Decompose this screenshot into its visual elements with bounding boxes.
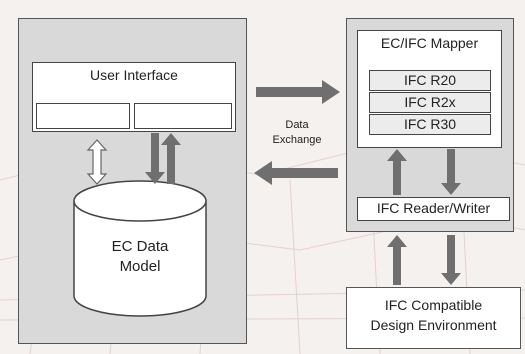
ui-subpanel-right (134, 103, 232, 129)
version-ifc-r30: IFC R30 (369, 114, 491, 135)
ifc-reader-writer-box: IFC Reader/Writer (357, 197, 510, 221)
arrow-env-to-reader (387, 235, 407, 285)
version-ifc-r30-label: IFC R30 (403, 116, 457, 132)
version-ifc-r2x: IFC R2x (369, 92, 491, 113)
arrow-ui-to-model (145, 133, 165, 184)
data-model-label-line2: Model (119, 258, 161, 275)
arrow-reader-to-env (441, 235, 461, 285)
exchange-label-line2: Exchange (272, 134, 322, 146)
arrow-reader-to-mapper (387, 149, 407, 195)
design-env-line1: IFC Compatible (384, 297, 483, 313)
version-ifc-r2x-label: IFC R2x (404, 94, 456, 110)
data-model-label-line1: EC Data (111, 238, 169, 255)
mapper-title: EC/IFC Mapper (380, 35, 479, 51)
arrow-model-to-ui (161, 133, 181, 184)
ifc-reader-writer-label: IFC Reader/Writer (376, 200, 491, 216)
arrow-ui-model-hollow (86, 139, 108, 185)
version-ifc-r20-label: IFC R20 (403, 72, 457, 88)
design-env-line2: Design Environment (370, 317, 497, 333)
arrow-exchange-left (254, 161, 338, 185)
ui-subpanel-left (36, 103, 130, 129)
exchange-label-line1: Data (285, 119, 309, 131)
user-interface-title: User Interface (90, 67, 178, 83)
arrow-mapper-to-reader (441, 149, 461, 195)
arrow-exchange-right (256, 80, 340, 104)
design-environment-box: IFC Compatible Design Environment (346, 287, 521, 349)
version-ifc-r20: IFC R20 (369, 70, 491, 91)
